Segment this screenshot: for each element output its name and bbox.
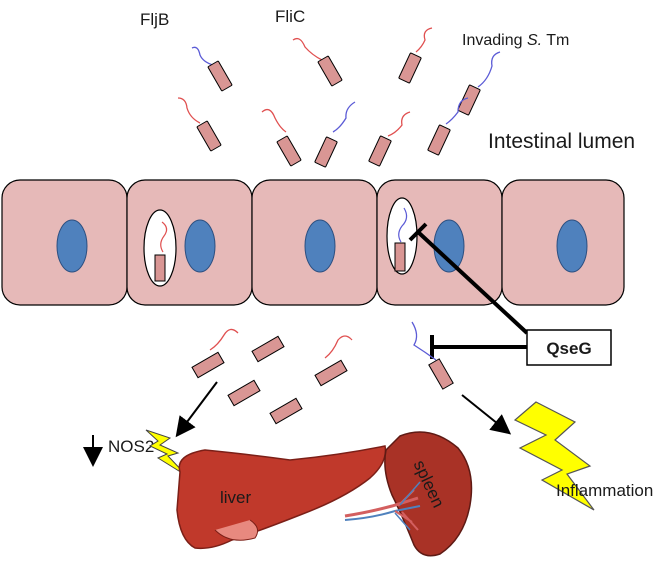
translocated-bacteria xyxy=(191,321,454,425)
fljb-label: FljB xyxy=(140,10,169,29)
intracellular-bacterium-2 xyxy=(394,242,406,272)
qseg-box xyxy=(526,329,612,366)
nucleus-1 xyxy=(56,219,88,273)
liver-label: liver xyxy=(220,488,252,507)
inflammation-label: Inflammation xyxy=(556,481,653,500)
nos2-label: NOS2 xyxy=(108,437,154,456)
nucleus-2 xyxy=(184,219,216,273)
bacterium-3 xyxy=(398,27,433,84)
bacterium-8 xyxy=(368,111,411,167)
vacuole-1 xyxy=(143,209,177,287)
qseg-inhibition-line-1 xyxy=(416,230,529,335)
bacterium-fljb xyxy=(191,46,233,92)
qseg-label: QseG xyxy=(546,339,591,358)
epithelial-layer xyxy=(1,179,625,306)
nucleus-4 xyxy=(433,219,465,273)
invading-label: Invading S. Tm xyxy=(462,32,569,49)
nucleus-5 xyxy=(556,219,588,273)
bacterium-7 xyxy=(314,101,356,168)
liver-icon: liver xyxy=(176,445,387,550)
spleen-icon: spleen xyxy=(344,431,473,557)
intestinal-lumen-label: Intestinal lumen xyxy=(488,130,635,153)
intracellular-bacterium-1 xyxy=(154,254,166,282)
bacterium-flic-1 xyxy=(292,37,343,87)
nucleus-3 xyxy=(304,219,336,273)
bacterium-4 xyxy=(457,51,501,116)
bacterium-6 xyxy=(261,108,302,167)
lumen-bacteria xyxy=(177,27,501,168)
bacterium-9 xyxy=(427,97,469,156)
flic-label: FliC xyxy=(275,7,305,26)
inflammation-arrow xyxy=(461,394,512,435)
large-lightning-icon xyxy=(513,401,595,511)
bacterium-5 xyxy=(177,97,222,152)
liver-arrow xyxy=(175,381,218,438)
